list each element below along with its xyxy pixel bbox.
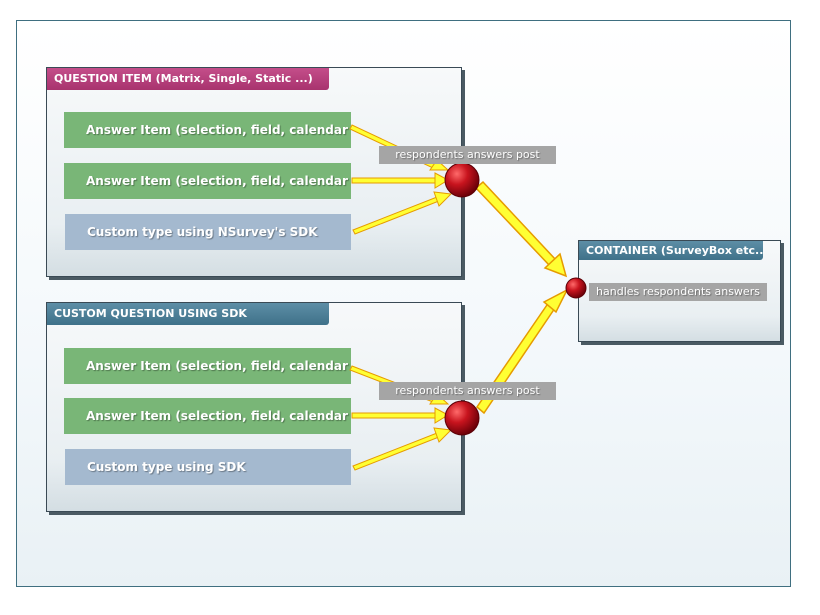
custom-question-panel: CUSTOM QUESTION USING SDK Answer Item (s… [46,302,462,512]
question-item-title: QUESTION ITEM (Matrix, Single, Static ..… [47,68,329,90]
post-label-2: respondents answers post [379,382,556,400]
answer-item-1: Answer Item (selection, field, calendar … [64,112,351,148]
container-panel: CONTAINER (SurveyBox etc...) handles res… [578,240,781,342]
arrow-icon [352,191,453,235]
custom-question-title: CUSTOM QUESTION USING SDK [47,303,329,325]
arrow-icon [351,172,450,189]
answer-item-2: Answer Item (selection, field, calendar … [64,163,351,199]
node-icon [444,162,480,198]
question-item-panel: QUESTION ITEM (Matrix, Single, Static ..… [46,67,462,277]
arrow-icon [352,427,453,471]
container-label: handles respondents answers [589,283,767,301]
node-icon [565,277,587,299]
arrow-icon [474,180,568,278]
answer-item-1: Answer Item (selection, field, calendar … [64,348,351,384]
custom-type-item: Custom type using NSurvey's SDK [65,214,351,250]
node-icon [444,400,480,436]
custom-type-item: Custom type using SDK [65,449,351,485]
container-title: CONTAINER (SurveyBox etc...) [579,241,763,260]
post-label-1: respondents answers post [379,146,556,164]
arrow-icon [351,407,450,424]
answer-item-2: Answer Item (selection, field, calendar … [64,398,351,434]
